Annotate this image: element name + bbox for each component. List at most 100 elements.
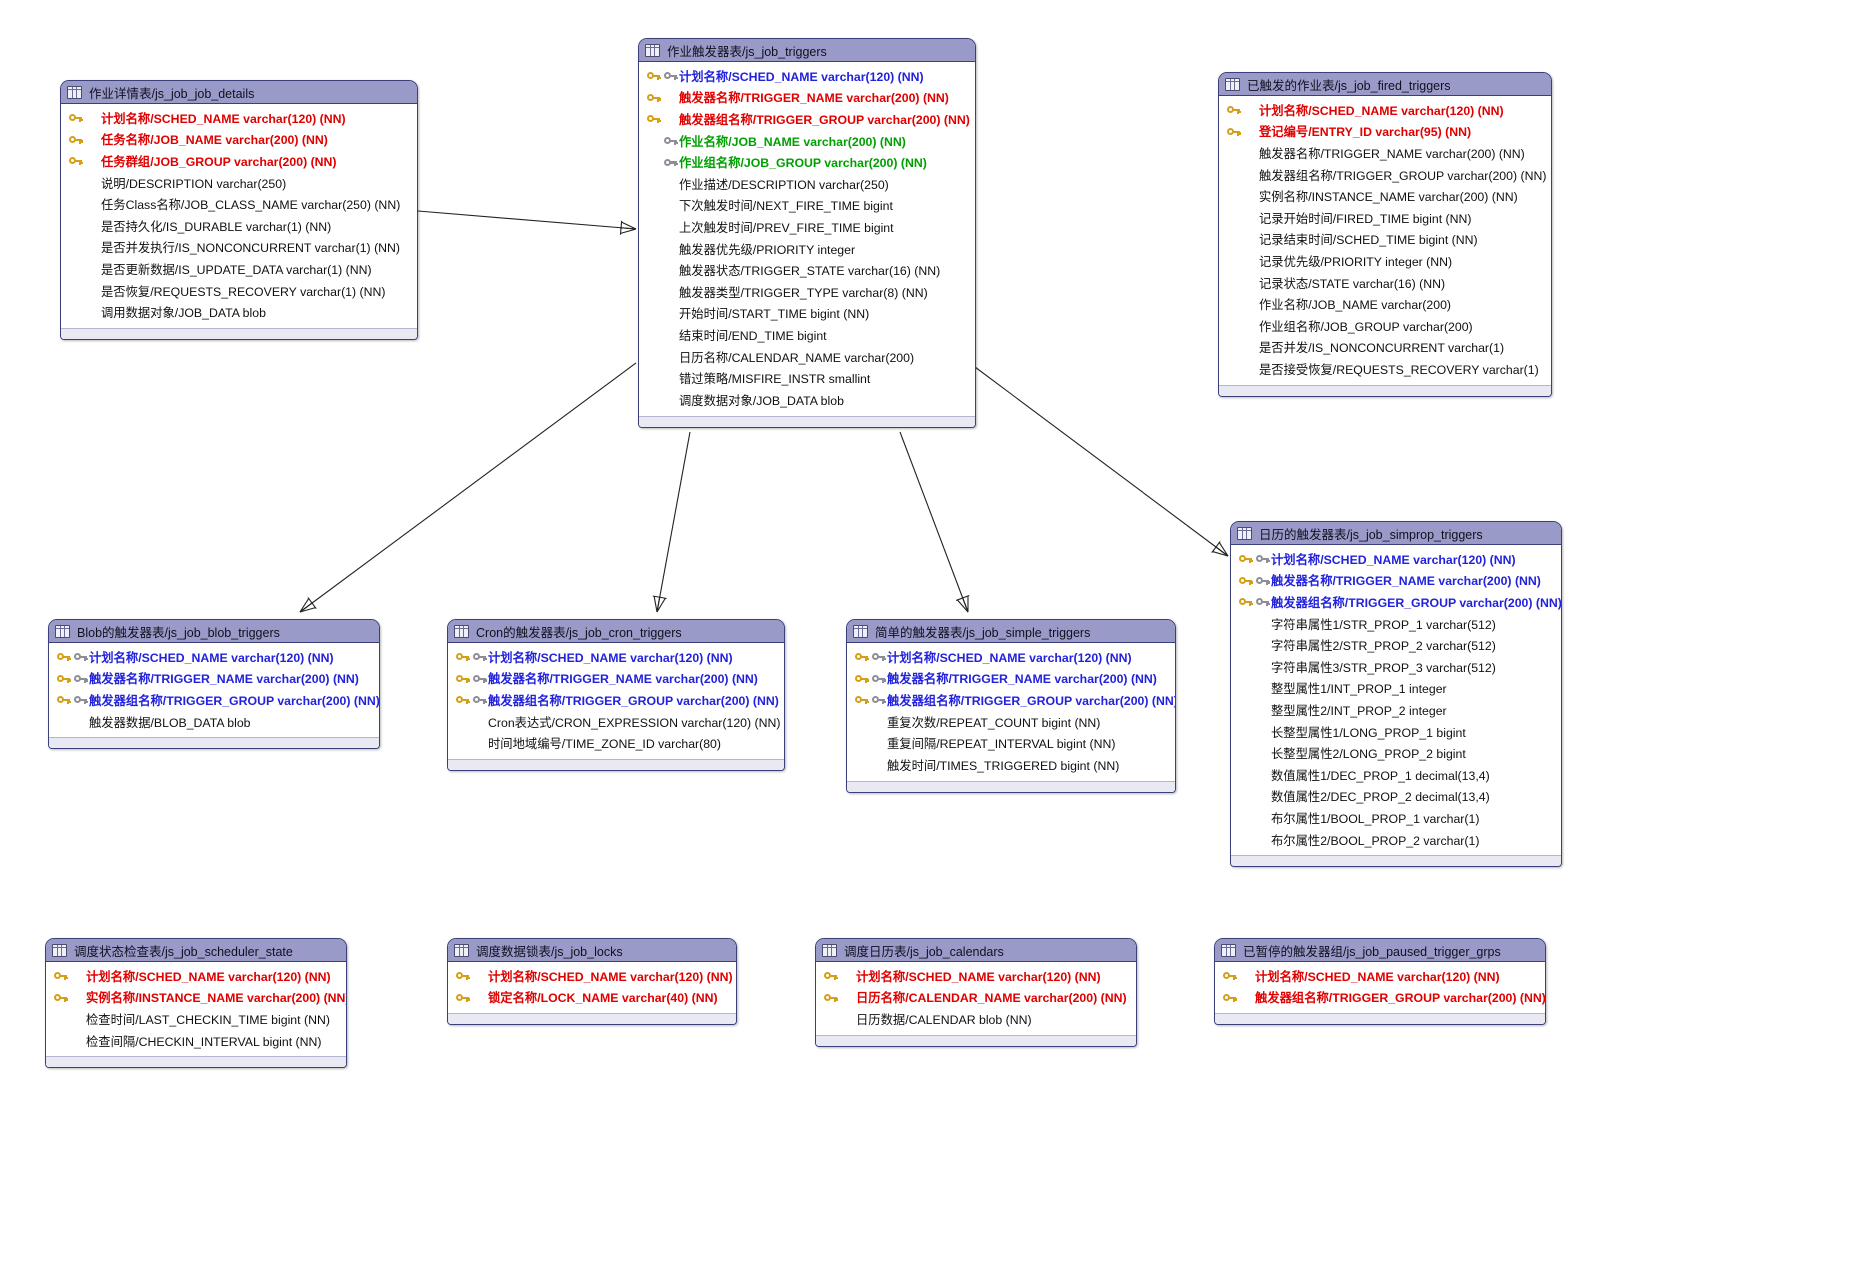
table-header-paused_trigger_grps[interactable]: 已暂停的触发器组/js_job_paused_trigger_grps bbox=[1215, 939, 1545, 962]
column-row[interactable]: 检查时间/LAST_CHECKIN_TIME bigint (NN) bbox=[46, 1009, 346, 1031]
table-paused_trigger_grps[interactable]: 已暂停的触发器组/js_job_paused_trigger_grps 计划名称/… bbox=[1214, 938, 1546, 1026]
column-row[interactable]: 计划名称/SCHED_NAME varchar(120) (NN) bbox=[1219, 100, 1551, 122]
column-row[interactable]: 字符串属性1/STR_PROP_1 varchar(512) bbox=[1231, 614, 1561, 636]
column-row[interactable]: 计划名称/SCHED_NAME varchar(120) (NN) bbox=[1231, 549, 1561, 571]
column-row[interactable]: 实例名称/INSTANCE_NAME varchar(200) (NN) bbox=[1219, 186, 1551, 208]
column-row[interactable]: 布尔属性1/BOOL_PROP_1 varchar(1) bbox=[1231, 808, 1561, 830]
table-locks[interactable]: 调度数据锁表/js_job_locks 计划名称/SCHED_NAME varch… bbox=[447, 938, 737, 1026]
column-row[interactable]: 是否持久化/IS_DURABLE varchar(1) (NN) bbox=[61, 216, 417, 238]
column-row[interactable]: 是否并发/IS_NONCONCURRENT varchar(1) bbox=[1219, 338, 1551, 360]
column-row[interactable]: 计划名称/SCHED_NAME varchar(120) (NN) bbox=[816, 966, 1136, 988]
column-row[interactable]: 计划名称/SCHED_NAME varchar(120) (NN) bbox=[847, 647, 1175, 669]
table-simple_triggers[interactable]: 简单的触发器表/js_job_simple_triggers 计划名称/SCHED… bbox=[846, 619, 1176, 793]
table-header-job_details[interactable]: 作业详情表/js_job_job_details bbox=[61, 81, 417, 104]
column-row[interactable]: 触发器组名称/TRIGGER_GROUP varchar(200) (NN) bbox=[448, 690, 784, 712]
column-row[interactable]: 调度数据对象/JOB_DATA blob bbox=[639, 390, 975, 412]
column-row[interactable]: 记录状态/STATE varchar(16) (NN) bbox=[1219, 273, 1551, 295]
column-row[interactable]: 数值属性2/DEC_PROP_2 decimal(13,4) bbox=[1231, 787, 1561, 809]
column-row[interactable]: 作业名称/JOB_NAME varchar(200) bbox=[1219, 294, 1551, 316]
table-header-fired_triggers[interactable]: 已触发的作业表/js_job_fired_triggers bbox=[1219, 73, 1551, 96]
column-row[interactable]: 日历名称/CALENDAR_NAME varchar(200) (NN) bbox=[816, 988, 1136, 1010]
column-row[interactable]: 说明/DESCRIPTION varchar(250) bbox=[61, 173, 417, 195]
column-row[interactable]: 作业组名称/JOB_GROUP varchar(200) bbox=[1219, 316, 1551, 338]
column-row[interactable]: 结束时间/END_TIME bigint bbox=[639, 325, 975, 347]
column-row[interactable]: 是否并发执行/IS_NONCONCURRENT varchar(1) (NN) bbox=[61, 238, 417, 260]
column-row[interactable]: 整型属性1/INT_PROP_1 integer bbox=[1231, 679, 1561, 701]
table-fired_triggers[interactable]: 已触发的作业表/js_job_fired_triggers 计划名称/SCHED_… bbox=[1218, 72, 1552, 397]
column-row[interactable]: 触发器名称/TRIGGER_NAME varchar(200) (NN) bbox=[639, 88, 975, 110]
column-row[interactable]: 数值属性1/DEC_PROP_1 decimal(13,4) bbox=[1231, 765, 1561, 787]
table-header-simple_triggers[interactable]: 简单的触发器表/js_job_simple_triggers bbox=[847, 620, 1175, 643]
table-header-blob_triggers[interactable]: Blob的触发器表/js_job_blob_triggers bbox=[49, 620, 379, 643]
column-row[interactable]: 下次触发时间/NEXT_FIRE_TIME bigint bbox=[639, 196, 975, 218]
column-row[interactable]: 长整型属性2/LONG_PROP_2 bigint bbox=[1231, 743, 1561, 765]
column-row[interactable]: 日历数据/CALENDAR blob (NN) bbox=[816, 1009, 1136, 1031]
column-row[interactable]: 触发器名称/TRIGGER_NAME varchar(200) (NN) bbox=[1231, 571, 1561, 593]
column-row[interactable]: 触发器状态/TRIGGER_STATE varchar(16) (NN) bbox=[639, 260, 975, 282]
column-row[interactable]: 重复间隔/REPEAT_INTERVAL bigint (NN) bbox=[847, 733, 1175, 755]
column-row[interactable]: 记录结束时间/SCHED_TIME bigint (NN) bbox=[1219, 230, 1551, 252]
column-row[interactable]: 登记编号/ENTRY_ID varchar(95) (NN) bbox=[1219, 122, 1551, 144]
column-row[interactable]: 作业描述/DESCRIPTION varchar(250) bbox=[639, 174, 975, 196]
column-row[interactable]: 触发器优先级/PRIORITY integer bbox=[639, 239, 975, 261]
column-row[interactable]: 触发器名称/TRIGGER_NAME varchar(200) (NN) bbox=[448, 669, 784, 691]
column-row[interactable]: 时间地域编号/TIME_ZONE_ID varchar(80) bbox=[448, 733, 784, 755]
column-row[interactable]: 计划名称/SCHED_NAME varchar(120) (NN) bbox=[1215, 966, 1545, 988]
column-row[interactable]: 触发器名称/TRIGGER_NAME varchar(200) (NN) bbox=[49, 669, 379, 691]
column-row[interactable]: 布尔属性2/BOOL_PROP_2 varchar(1) bbox=[1231, 830, 1561, 852]
table-header-cron_triggers[interactable]: Cron的触发器表/js_job_cron_triggers bbox=[448, 620, 784, 643]
column-row[interactable]: 长整型属性1/LONG_PROP_1 bigint bbox=[1231, 722, 1561, 744]
column-row[interactable]: 任务名称/JOB_NAME varchar(200) (NN) bbox=[61, 130, 417, 152]
table-triggers[interactable]: 作业触发器表/js_job_triggers 计划名称/SCHED_NAME va… bbox=[638, 38, 976, 428]
table-cron_triggers[interactable]: Cron的触发器表/js_job_cron_triggers 计划名称/SCHED… bbox=[447, 619, 785, 771]
table-header-triggers[interactable]: 作业触发器表/js_job_triggers bbox=[639, 39, 975, 62]
column-row[interactable]: 调用数据对象/JOB_DATA blob bbox=[61, 302, 417, 324]
table-job_details[interactable]: 作业详情表/js_job_job_details 计划名称/SCHED_NAME … bbox=[60, 80, 418, 340]
column-row[interactable]: 触发器组名称/TRIGGER_GROUP varchar(200) (NN) bbox=[49, 690, 379, 712]
column-row[interactable]: 日历名称/CALENDAR_NAME varchar(200) bbox=[639, 347, 975, 369]
column-row[interactable]: 实例名称/INSTANCE_NAME varchar(200) (NN) bbox=[46, 988, 346, 1010]
column-row[interactable]: 上次触发时间/PREV_FIRE_TIME bigint bbox=[639, 217, 975, 239]
column-row[interactable]: 检查间隔/CHECKIN_INTERVAL bigint (NN) bbox=[46, 1031, 346, 1053]
table-scheduler_state[interactable]: 调度状态检查表/js_job_scheduler_state 计划名称/SCHED… bbox=[45, 938, 347, 1069]
column-row[interactable]: 重复次数/REPEAT_COUNT bigint (NN) bbox=[847, 712, 1175, 734]
column-row[interactable]: 触发器名称/TRIGGER_NAME varchar(200) (NN) bbox=[847, 669, 1175, 691]
column-row[interactable]: 计划名称/SCHED_NAME varchar(120) (NN) bbox=[61, 108, 417, 130]
column-row[interactable]: 作业组名称/JOB_GROUP varchar(200) (NN) bbox=[639, 152, 975, 174]
column-row[interactable]: 触发器组名称/TRIGGER_GROUP varchar(200) (NN) bbox=[847, 690, 1175, 712]
column-row[interactable]: 计划名称/SCHED_NAME varchar(120) (NN) bbox=[49, 647, 379, 669]
column-row[interactable]: 整型属性2/INT_PROP_2 integer bbox=[1231, 700, 1561, 722]
column-row[interactable]: 计划名称/SCHED_NAME varchar(120) (NN) bbox=[639, 66, 975, 88]
table-blob_triggers[interactable]: Blob的触发器表/js_job_blob_triggers 计划名称/SCHED… bbox=[48, 619, 380, 750]
column-row[interactable]: 触发器组名称/TRIGGER_GROUP varchar(200) (NN) bbox=[1231, 592, 1561, 614]
column-row[interactable]: 作业名称/JOB_NAME varchar(200) (NN) bbox=[639, 131, 975, 153]
table-simprop_triggers[interactable]: 日历的触发器表/js_job_simprop_triggers 计划名称/SCHE… bbox=[1230, 521, 1562, 868]
column-row[interactable]: 计划名称/SCHED_NAME varchar(120) (NN) bbox=[448, 966, 736, 988]
column-row[interactable]: 字符串属性2/STR_PROP_2 varchar(512) bbox=[1231, 635, 1561, 657]
column-row[interactable]: 是否接受恢复/REQUESTS_RECOVERY varchar(1) bbox=[1219, 359, 1551, 381]
column-row[interactable]: 任务群组/JOB_GROUP varchar(200) (NN) bbox=[61, 151, 417, 173]
column-row[interactable]: 触发器组名称/TRIGGER_GROUP varchar(200) (NN) bbox=[1219, 165, 1551, 187]
column-row[interactable]: 开始时间/START_TIME bigint (NN) bbox=[639, 304, 975, 326]
column-row[interactable]: 是否恢复/REQUESTS_RECOVERY varchar(1) (NN) bbox=[61, 281, 417, 303]
column-row[interactable]: 任务Class名称/JOB_CLASS_NAME varchar(250) (N… bbox=[61, 194, 417, 216]
column-row[interactable]: 计划名称/SCHED_NAME varchar(120) (NN) bbox=[46, 966, 346, 988]
column-row[interactable]: 触发时间/TIMES_TRIGGERED bigint (NN) bbox=[847, 755, 1175, 777]
table-header-scheduler_state[interactable]: 调度状态检查表/js_job_scheduler_state bbox=[46, 939, 346, 962]
column-row[interactable]: 记录开始时间/FIRED_TIME bigint (NN) bbox=[1219, 208, 1551, 230]
column-row[interactable]: 锁定名称/LOCK_NAME varchar(40) (NN) bbox=[448, 988, 736, 1010]
column-row[interactable]: 触发器组名称/TRIGGER_GROUP varchar(200) (NN) bbox=[639, 109, 975, 131]
column-row[interactable]: Cron表达式/CRON_EXPRESSION varchar(120) (NN… bbox=[448, 712, 784, 734]
column-row[interactable]: 计划名称/SCHED_NAME varchar(120) (NN) bbox=[448, 647, 784, 669]
column-row[interactable]: 触发器数据/BLOB_DATA blob bbox=[49, 712, 379, 734]
column-row[interactable]: 字符串属性3/STR_PROP_3 varchar(512) bbox=[1231, 657, 1561, 679]
table-header-locks[interactable]: 调度数据锁表/js_job_locks bbox=[448, 939, 736, 962]
column-row[interactable]: 触发器名称/TRIGGER_NAME varchar(200) (NN) bbox=[1219, 143, 1551, 165]
column-row[interactable]: 是否更新数据/IS_UPDATE_DATA varchar(1) (NN) bbox=[61, 259, 417, 281]
column-row[interactable]: 错过策略/MISFIRE_INSTR smallint bbox=[639, 368, 975, 390]
column-row[interactable]: 记录优先级/PRIORITY integer (NN) bbox=[1219, 251, 1551, 273]
column-row[interactable]: 触发器类型/TRIGGER_TYPE varchar(8) (NN) bbox=[639, 282, 975, 304]
column-row[interactable]: 触发器组名称/TRIGGER_GROUP varchar(200) (NN) bbox=[1215, 988, 1545, 1010]
table-header-simprop_triggers[interactable]: 日历的触发器表/js_job_simprop_triggers bbox=[1231, 522, 1561, 545]
